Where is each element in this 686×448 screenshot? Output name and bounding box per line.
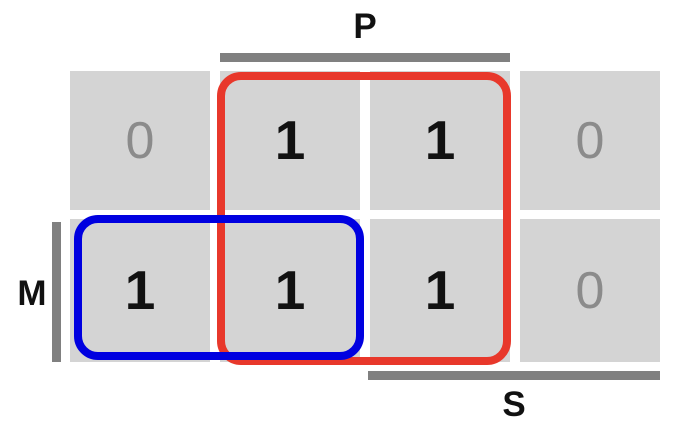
kmap-cell: 1: [220, 71, 360, 210]
cell-value: 0: [575, 111, 605, 170]
blue-group-outline: [74, 215, 364, 360]
bracket-label-m: M: [17, 274, 47, 313]
cell-value: 0: [125, 111, 155, 170]
bracket-label-p: P: [353, 7, 377, 46]
kmap-cell: 0: [70, 71, 210, 210]
s-bracket-bar: [368, 371, 660, 380]
kmap-cell: 0: [520, 219, 660, 362]
cell-value: 1: [274, 109, 306, 171]
kmap-cell: 1: [370, 219, 510, 362]
cell-value: 0: [575, 261, 605, 320]
cell-value: 1: [424, 109, 456, 171]
cell-value: 1: [274, 259, 306, 321]
kmap-grid: 0 1 1 0 1 1 1 0: [70, 71, 660, 362]
p-bracket-bar: [220, 53, 510, 62]
m-bracket-bar: [52, 222, 61, 362]
kmap-cell: 1: [370, 71, 510, 210]
cell-value: 1: [424, 259, 456, 321]
kmap-cell: 1: [220, 219, 360, 362]
bracket-label-s: S: [502, 385, 526, 424]
kmap-cell: 0: [520, 71, 660, 210]
cell-value: 1: [124, 259, 156, 321]
